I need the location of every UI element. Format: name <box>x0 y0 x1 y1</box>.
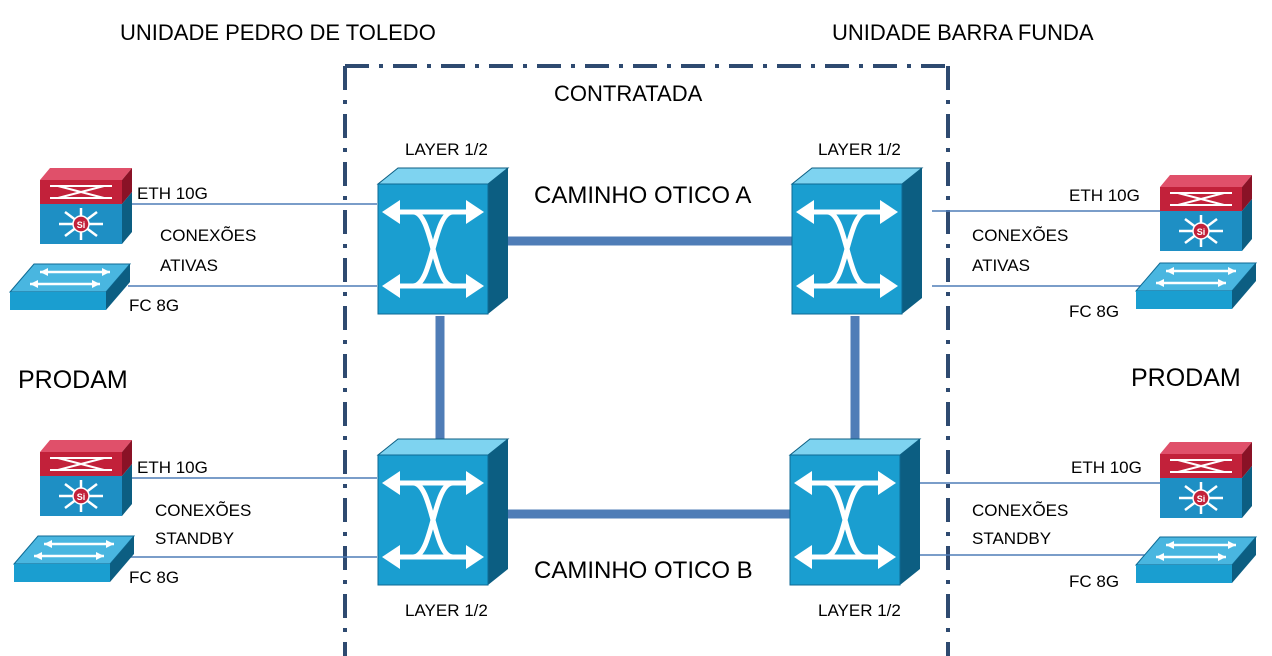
eth-label-left-active: ETH 10G <box>137 184 208 203</box>
optical-switch-icon <box>378 439 508 585</box>
right-site-title: UNIDADE BARRA FUNDA <box>832 20 1094 45</box>
path-b-label: CAMINHO OTICO B <box>534 557 753 584</box>
fc-label-left-standby: FC 8G <box>129 568 179 587</box>
layer3-switch-icon <box>38 438 134 518</box>
fc-label-right-active: FC 8G <box>1069 302 1119 321</box>
connections-active-right-line1: CONEXÕES <box>972 226 1068 245</box>
eth-label-left-standby: ETH 10G <box>137 458 208 477</box>
layer3-switch-icon <box>38 166 134 246</box>
contracted-label: CONTRATADA <box>554 81 703 106</box>
layer3-switch-icon <box>1158 440 1254 520</box>
optical-paths <box>435 236 860 519</box>
access-links <box>128 203 1160 558</box>
right-site-name: PRODAM <box>1131 364 1241 392</box>
optical-switch-icon <box>792 168 922 314</box>
layer-label-bottom-right: LAYER 1/2 <box>818 601 901 620</box>
eth-label-right-standby: ETH 10G <box>1071 458 1142 477</box>
connections-active-left-line2: ATIVAS <box>160 256 218 275</box>
connections-standby-left-line2: STANDBY <box>155 529 234 548</box>
optical-switch-icon <box>378 168 508 314</box>
fc-label-left-active: FC 8G <box>129 296 179 315</box>
connections-active-right-line2: ATIVAS <box>972 256 1030 275</box>
connections-standby-left-line1: CONEXÕES <box>155 501 251 520</box>
connections-standby-right-line1: CONEXÕES <box>972 501 1068 520</box>
fibre-channel-switch-icon <box>1134 535 1258 585</box>
fibre-channel-switch-icon <box>1134 261 1258 311</box>
optical-switch-icon <box>790 439 920 585</box>
fibre-channel-switch-icon <box>8 262 132 312</box>
connections-active-left-line1: CONEXÕES <box>160 226 256 245</box>
connections-standby-right-line2: STANDBY <box>972 529 1051 548</box>
fc-label-right-standby: FC 8G <box>1069 572 1119 591</box>
left-site-title: UNIDADE PEDRO DE TOLEDO <box>120 20 436 45</box>
fibre-channel-switch-icon <box>12 534 136 584</box>
layer-label-top-left: LAYER 1/2 <box>405 140 488 159</box>
path-a-label: CAMINHO OTICO A <box>534 182 751 209</box>
layer3-switch-icon <box>1158 173 1254 253</box>
eth-label-right-active: ETH 10G <box>1069 186 1140 205</box>
layer-label-bottom-left: LAYER 1/2 <box>405 601 488 620</box>
layer-label-top-right: LAYER 1/2 <box>818 140 901 159</box>
left-site-name: PRODAM <box>18 366 128 394</box>
